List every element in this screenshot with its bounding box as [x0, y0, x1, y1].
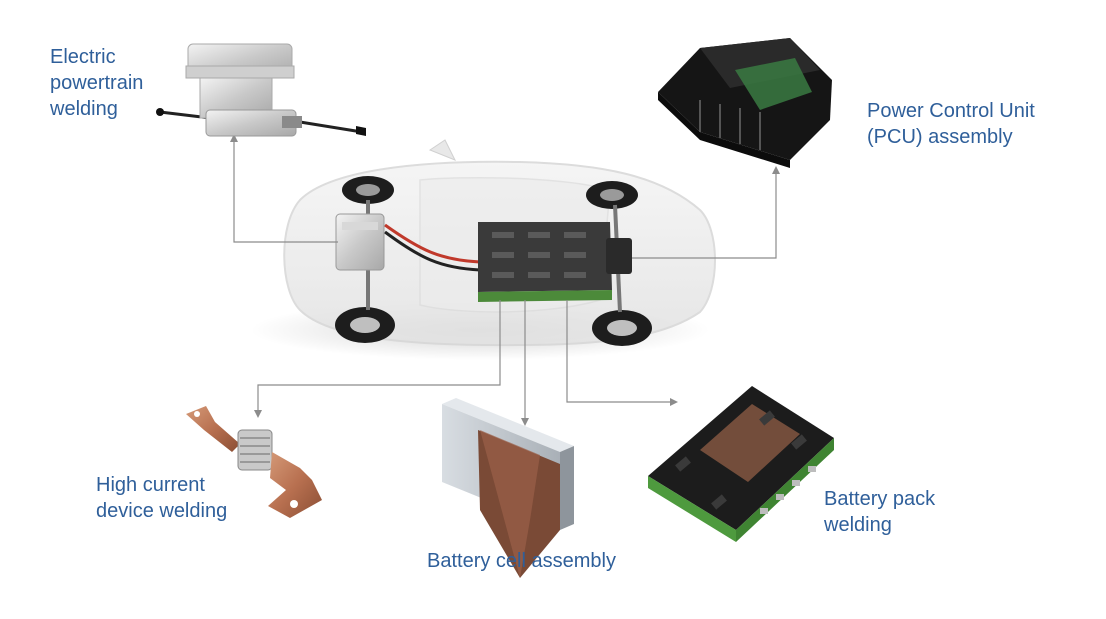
label-battery-cell-line-1: Battery cell assembly — [427, 550, 616, 572]
label-pcu-line-1: Power Control Unit — [867, 100, 1035, 122]
wheel-front-right — [335, 307, 395, 343]
wheel-rear-left — [586, 181, 638, 209]
leader-high-current — [257, 300, 501, 412]
label-battery-pack: Battery pack welding — [824, 486, 935, 538]
car-motor-unit — [335, 213, 385, 271]
label-battery-pack-line-1: Battery pack — [824, 488, 936, 510]
battery-cell-component — [442, 398, 574, 578]
powertrain-component — [156, 43, 366, 137]
label-battery-pack-line-2: welding — [824, 514, 892, 536]
label-battery-cell: Battery cell assembly — [427, 548, 616, 574]
leader-powertrain — [233, 140, 338, 243]
leader-pcu — [632, 172, 777, 259]
car-battery-pack — [478, 222, 612, 302]
label-high-current-line-1: High current — [96, 474, 205, 496]
arrow-battery-pack — [670, 398, 678, 406]
arrow-powertrain — [230, 134, 238, 142]
leader-battery-pack — [566, 300, 672, 403]
high-current-component — [186, 406, 322, 518]
label-powertrain-line-3: welding — [50, 98, 118, 120]
car-pcu — [606, 238, 632, 274]
cable-red — [384, 223, 481, 264]
label-powertrain-line-2: powertrain — [50, 72, 144, 94]
arrow-high-current — [254, 410, 262, 418]
label-powertrain-line-1: Electric — [50, 46, 116, 68]
label-high-current-line-2: device welding — [96, 500, 228, 522]
leader-lines — [233, 140, 777, 420]
wheel-rear-right — [592, 310, 652, 346]
arrow-pcu — [772, 166, 780, 174]
label-powertrain: Electric powertrain welding — [50, 44, 143, 122]
label-high-current: High current device welding — [96, 472, 227, 524]
battery-pack-component — [648, 386, 834, 542]
label-pcu-line-2: (PCU) assembly — [867, 126, 1013, 148]
pcu-component — [658, 38, 832, 168]
wheel-front-left — [342, 176, 394, 204]
cable-black — [384, 230, 481, 272]
arrow-battery-cell — [521, 418, 529, 426]
label-pcu: Power Control Unit (PCU) assembly — [867, 98, 1035, 150]
